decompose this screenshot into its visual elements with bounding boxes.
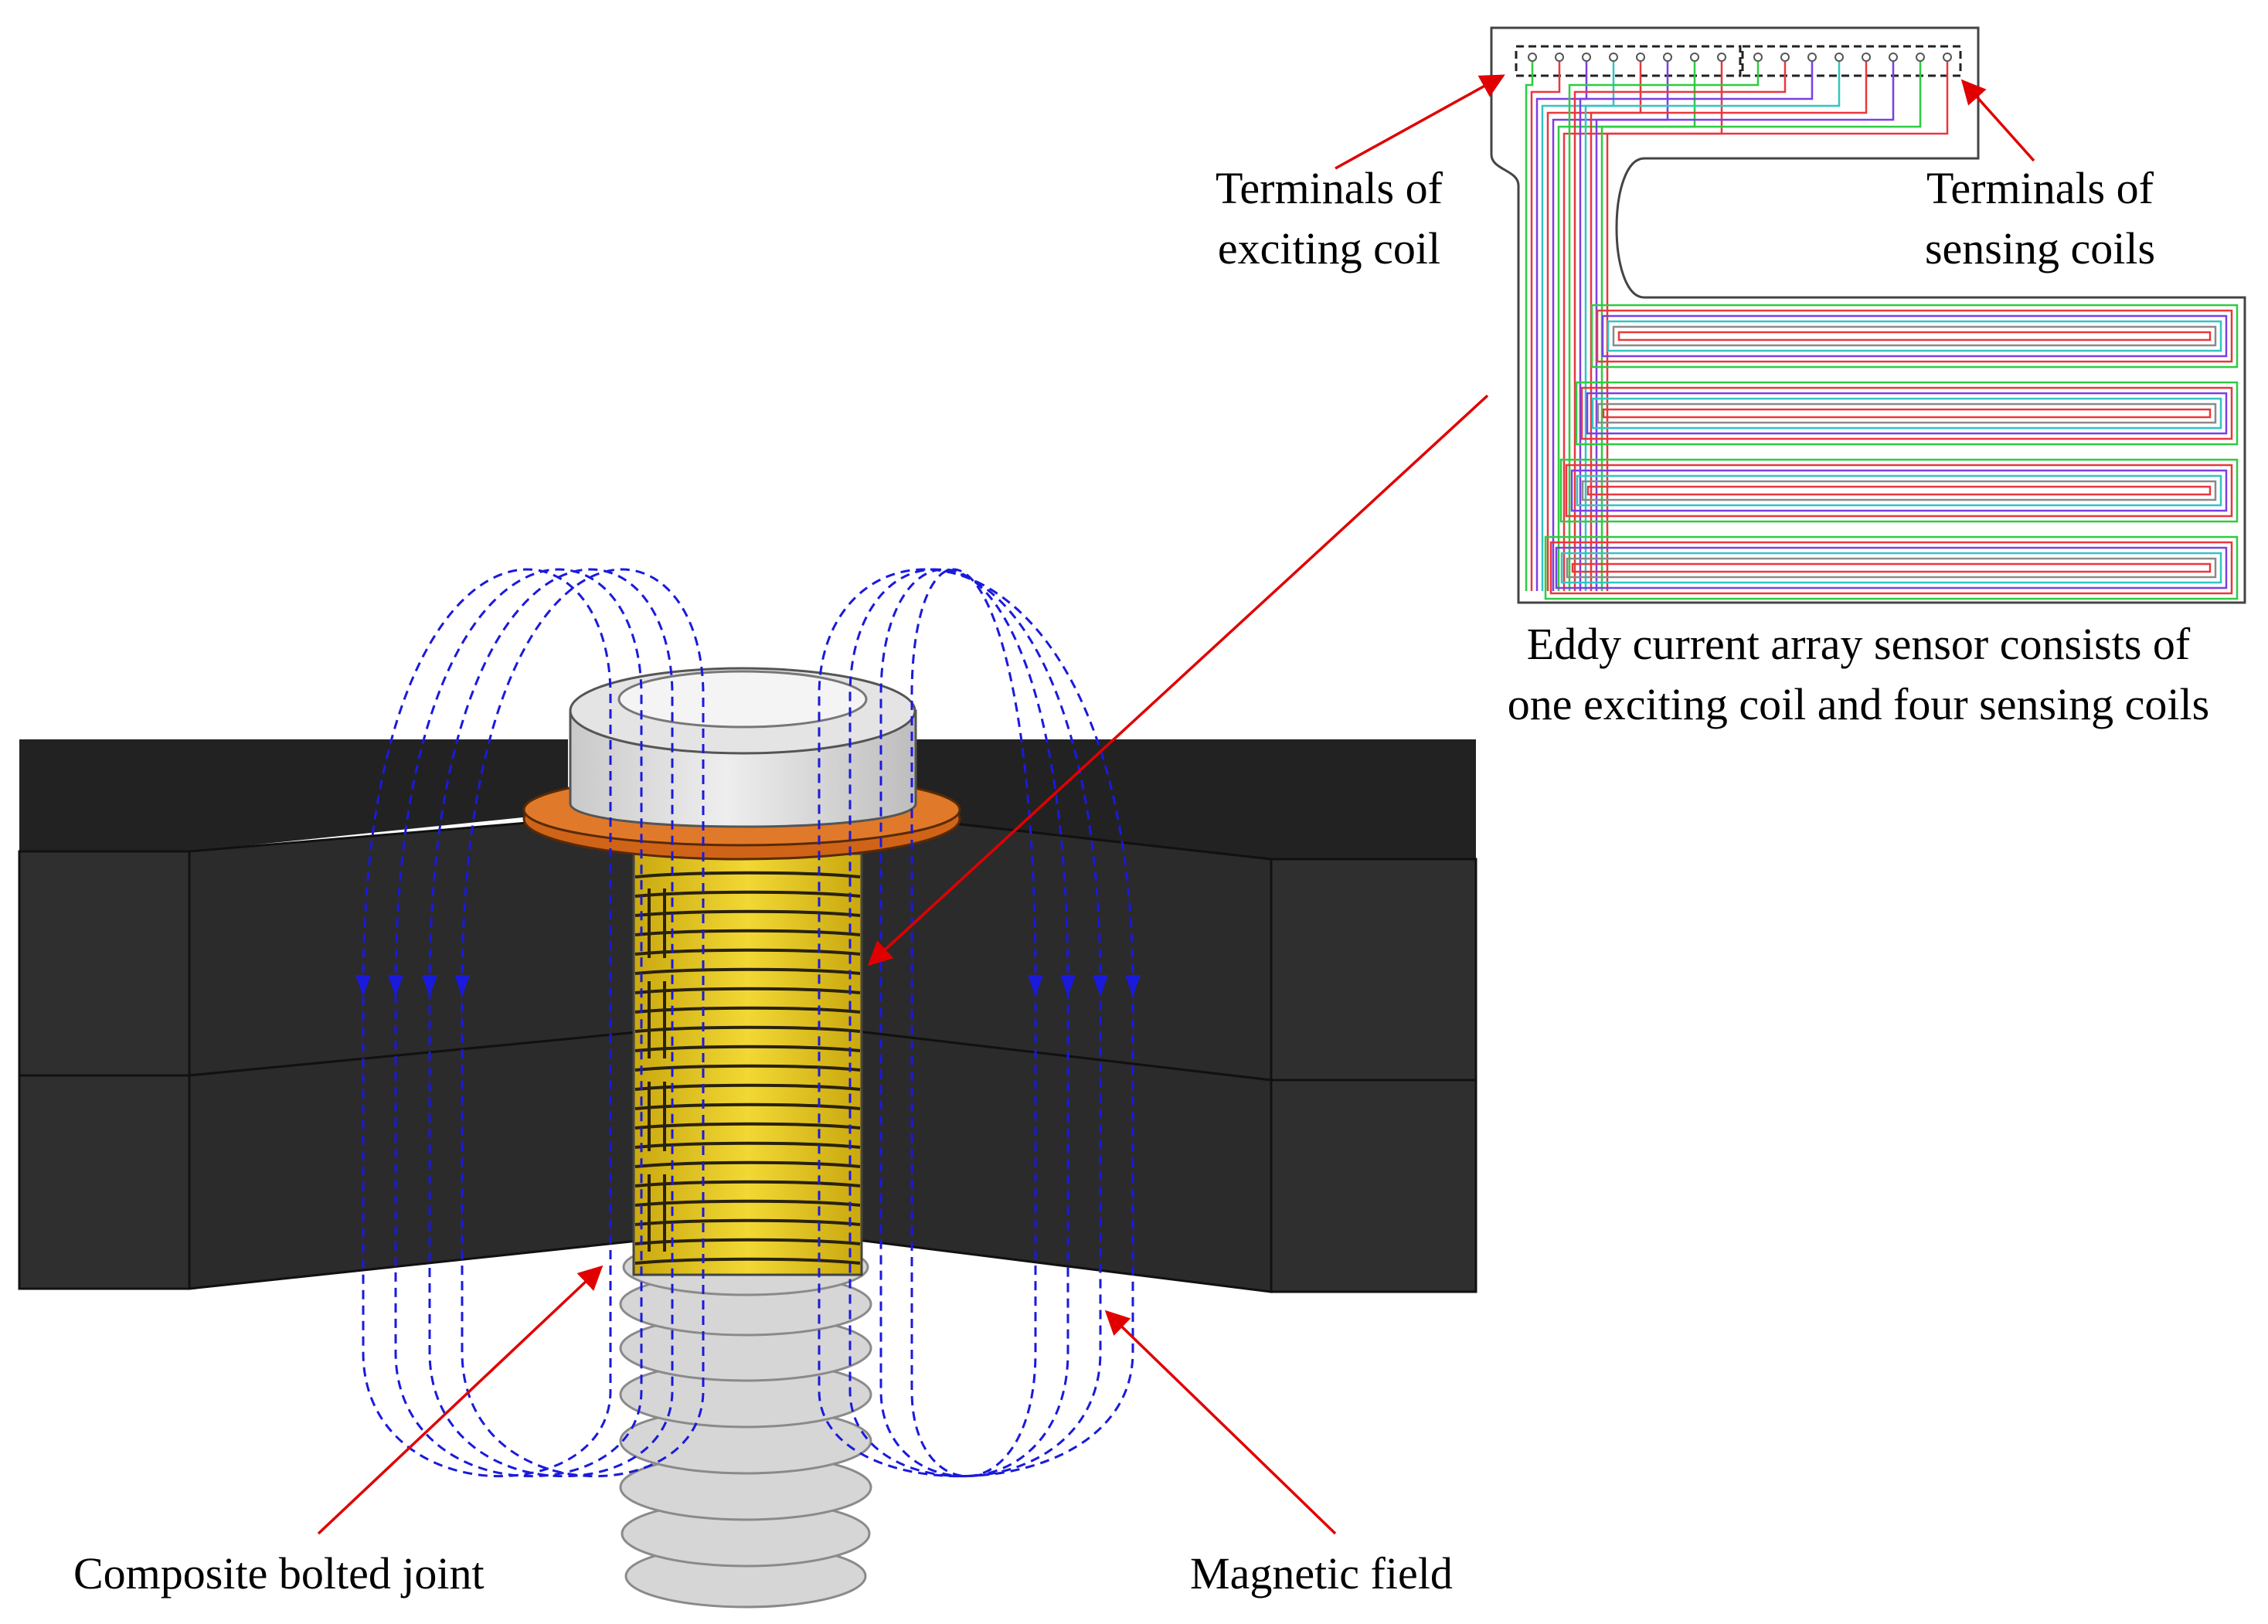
terminal-pad-11 [1834,53,1844,62]
trace-9 [1573,62,1787,591]
bolt [522,667,961,1609]
trace-3 [1541,62,1615,591]
sensor-caption: Eddy current array sensor consists of on… [1453,614,2264,735]
coil-2-turn-3 [1576,474,2222,507]
terminal-pad-10 [1807,53,1817,62]
field-arrowhead-2 [422,975,437,997]
field-loop-right-1 [879,568,1069,1478]
field-loop-right-3 [818,568,1134,1478]
terminal-pads [1528,53,1952,62]
field-arrowhead-0 [355,975,371,997]
magnetic-field-lines [355,568,1141,1478]
coil-2-turn-0 [1559,458,2239,523]
field-arrowhead-1 [388,975,403,997]
field-arrowhead-5 [1060,975,1076,997]
trace-14 [1600,62,1922,591]
coil-3-turn-4 [1566,557,2217,579]
coil-0-turn-3 [1607,320,2222,352]
arrow-bolted-joint [317,1265,604,1535]
terminal-pad-14 [1916,53,1925,62]
coil-1-turn-3 [1591,397,2222,430]
coil-3-turn-1 [1549,541,2233,595]
plate-lower-left-edge [18,1074,191,1290]
exciting-coil-terminal-box [1515,45,1742,77]
trace-10 [1579,62,1814,591]
field-arrowhead-4 [1028,975,1043,997]
field-loop-right-2 [848,568,1102,1478]
terminal-pad-0 [1528,53,1537,62]
composite-plates [18,739,1477,1293]
coil-2-turn-4 [1581,480,2217,501]
exciting-terminals-line1: Terminals of [1216,163,1443,213]
plate-upper-left-edge [18,850,191,1077]
coil-3-turn-2 [1555,546,2228,589]
coil-1-turn-5 [1602,408,2212,419]
bolt-threads [619,1238,872,1609]
exciting-terminals-line2: exciting coil [1217,223,1441,273]
coil-1-turn-2 [1586,392,2228,435]
terminal-pad-1 [1555,53,1564,62]
field-arrowhead-7 [1125,975,1141,997]
trace-11 [1584,62,1841,591]
coil-0-turn-5 [1617,331,2212,341]
terminal-pad-2 [1582,53,1591,62]
terminal-pad-5 [1663,53,1672,62]
bolted-joint-label: Composite bolted joint [73,1548,485,1599]
coil-0-turn-4 [1612,325,2217,347]
coil-windings [634,871,861,1265]
coil-3-turn-3 [1560,552,2222,584]
trace-2 [1535,62,1588,591]
sensor-caption-line1: Eddy current array sensor consists of [1526,619,2191,669]
sensor-coil-shank [632,852,863,1276]
plate-upper-right-edge [1270,858,1477,1082]
arrow-exciting-terminals [1335,74,1505,170]
sensing-terminals-label: Terminals of sensing coils [1885,158,2195,279]
trace-1 [1530,62,1561,591]
terminal-pad-9 [1780,53,1790,62]
plate-upper-left [188,811,647,1077]
coil-3-turn-5 [1571,562,2212,573]
coil-1-turn-4 [1596,403,2217,424]
coil-0-turn-1 [1596,309,2233,363]
bolt-head-recess [617,670,868,729]
coil-0-turn-2 [1601,314,2228,358]
terminal-pad-13 [1889,53,1898,62]
plate-top-left [19,739,568,851]
coil-2-turn-1 [1565,464,2233,518]
coil-0-turn-0 [1590,304,2239,369]
plate-lower-left [188,1030,647,1290]
terminal-pad-7 [1717,53,1726,62]
sensor-coils [1544,304,2239,600]
pointer-arrows [317,74,2035,1535]
trace-8 [1568,62,1760,591]
terminal-pad-3 [1609,53,1618,62]
field-arrowhead-3 [454,975,470,997]
field-loop-left-2 [428,568,674,1478]
field-loop-left-3 [461,568,705,1478]
terminal-pad-8 [1753,53,1763,62]
coil-1-turn-0 [1575,381,2239,446]
coil-2-turn-5 [1586,485,2212,496]
terminal-pad-15 [1943,53,1952,62]
field-loop-right-0 [910,568,1037,1478]
terminal-pad-4 [1636,53,1645,62]
arrow-sensing-terminals [1960,79,2035,162]
sensor-caption-line2: one exciting coil and four sensing coils [1507,679,2210,729]
plate-lower-right-edge [1270,1079,1477,1293]
sensing-terminals-line2: sensing coils [1924,223,2156,273]
terminal-pad-12 [1862,53,1871,62]
arrow-sensor-to-bolt [867,394,1489,967]
exciting-terminals-label: Terminals of exciting coil [1190,158,1468,279]
terminal-pad-6 [1690,53,1699,62]
coil-2-turn-2 [1570,469,2228,512]
coil-3-turn-0 [1544,535,2239,600]
sensing-terminals-line1: Terminals of [1926,163,2154,213]
magnetic-field-label: Magnetic field [1190,1548,1453,1599]
field-arrowhead-6 [1093,975,1108,997]
trace-0 [1525,62,1534,591]
coil-1-turn-1 [1580,386,2233,440]
arrow-magnetic-field [1104,1310,1337,1535]
sensor-layout [1490,26,2246,604]
